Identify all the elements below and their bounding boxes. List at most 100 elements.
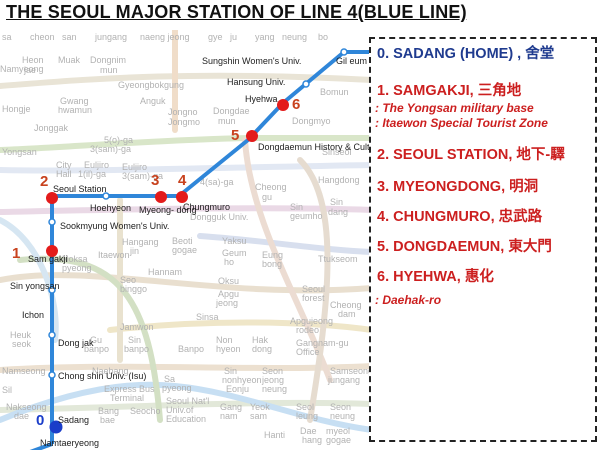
bg-label: Namseong	[2, 366, 46, 376]
stop-0-label: 0. SADANG (HOME) , 舍堂	[377, 46, 555, 62]
station-tick	[48, 331, 56, 339]
bg-label: Seoul Nat'l	[166, 396, 209, 406]
station-tick	[340, 48, 348, 56]
bg-label: dong	[252, 344, 272, 354]
bg-label: Yaksu	[222, 236, 246, 246]
bg-label: Oksu	[218, 276, 239, 286]
bg-label: forest	[302, 293, 325, 303]
bg-label: dae	[14, 411, 29, 421]
bg-label: Sil	[2, 385, 12, 395]
station-label-samgakji: Sam gakji	[28, 254, 68, 264]
background-lines	[0, 30, 372, 433]
bg-label: Gang	[220, 402, 242, 412]
marker-number-0: 0	[36, 412, 44, 429]
bg-label: Jongmo	[168, 117, 200, 127]
bg-label: bo	[318, 32, 328, 42]
bg-label: Heuk	[10, 330, 32, 340]
bg-label: bong	[262, 259, 282, 269]
station-tick	[102, 192, 110, 200]
bg-label: 3(sam)-ga	[122, 171, 163, 181]
station-label-chungmuro: Chungmuro	[183, 202, 230, 212]
bg-label: nonhyeon	[222, 375, 262, 385]
bg-label: Hanti	[264, 430, 285, 440]
bg-label: dam	[338, 309, 356, 319]
bg-label: hang	[302, 435, 322, 445]
bg-label: gu	[262, 192, 272, 202]
station-label-namtaeryeong: Namtaeryeong	[40, 438, 99, 448]
bg-label: jae	[23, 65, 36, 75]
bg-label: pyeong	[162, 383, 192, 393]
bg-label: Office	[296, 347, 319, 357]
bg-label: Itaewon	[98, 250, 130, 260]
bg-label: Hannam	[148, 267, 182, 277]
bg-label: Sin	[128, 335, 141, 345]
bg-label: Muak	[58, 55, 81, 65]
bg-label: Seon	[262, 366, 283, 376]
station-label-hansung-univ: Hansung Univ.	[227, 77, 285, 87]
bg-label: ho	[224, 257, 234, 267]
bg-label: Apgujeong	[290, 316, 333, 326]
page-title: THE SEOUL MAJOR STATION OF LINE 4(BLUE L…	[6, 2, 467, 22]
bg-label: gye	[208, 32, 223, 42]
bg-label: san	[62, 32, 77, 42]
bg-label: myeol	[326, 426, 350, 436]
bg-line-v4	[17, 255, 163, 423]
bg-label: jungang	[327, 375, 360, 385]
bg-label: Seon	[330, 402, 351, 412]
bg-label: neung	[262, 384, 287, 394]
bg-label: Eung	[262, 250, 283, 260]
bg-label: jungang	[94, 32, 127, 42]
bg-line-4	[197, 233, 372, 255]
bg-label: Nakseong	[6, 402, 47, 412]
bg-label: Jonggak	[34, 123, 69, 133]
marker-numbers: 0 1 2 3 4 5 6	[12, 96, 300, 429]
bg-label: Sin	[330, 197, 343, 207]
bg-label: hwamun	[58, 105, 92, 115]
major-stations-box: 0. SADANG (HOME) , 舍堂 1. SAMGAKJI, 三角地 :…	[369, 37, 597, 442]
bg-label: Univ.of	[166, 405, 194, 415]
bg-label: dang	[328, 207, 348, 217]
stop-2-label: 2. SEOUL STATION, 地下-驛	[377, 147, 565, 163]
note-daehak-ro: : Daehak-ro	[375, 293, 442, 307]
stop-4-label: 4. CHUNGMURO, 忠武路	[377, 209, 543, 225]
bg-label: Sinsa	[196, 312, 219, 322]
bg-label: seok	[12, 339, 32, 349]
bg-label: Ttukseom	[318, 254, 358, 264]
stop-0: 0. SADANG (HOME) , 舍堂	[377, 42, 554, 63]
bg-label: neung	[282, 32, 307, 42]
bg-label: 5(o)-ga	[104, 135, 133, 145]
station-label-ichon: Ichon	[22, 310, 44, 320]
bg-label: mun	[100, 65, 118, 75]
bg-label: binggo	[120, 284, 147, 294]
station-label-sookmyung: Sookmyung Women's Univ.	[60, 221, 169, 231]
marker-number-5: 5	[231, 127, 239, 144]
station-marker-hyehwa	[277, 99, 289, 111]
bg-label: Banpo	[178, 344, 204, 354]
station-label-hoehyeon: Hoehyeon	[90, 203, 131, 213]
bg-label: Seocho	[130, 406, 161, 416]
station-tick	[302, 80, 310, 88]
stop-5-label: 5. DONGDAEMUN, 東大門	[377, 239, 552, 255]
bg-label: Heon	[22, 55, 44, 65]
bg-label: Noksa	[62, 254, 88, 264]
station-label-sadang: Sadang	[58, 415, 89, 425]
bg-label: Cheong	[330, 300, 362, 310]
bg-label: Gwang	[60, 96, 89, 106]
bg-line-v6	[0, 217, 59, 343]
stop-1: 1. SAMGAKJI, 三角地	[377, 79, 521, 100]
bg-line-1	[0, 135, 372, 153]
stop-2: 2. SEOUL STATION, 地下-驛	[377, 143, 565, 164]
line4-station-ticks	[48, 48, 348, 379]
station-label-dongjak: Dong jak	[58, 338, 94, 348]
bg-label: Non	[216, 335, 233, 345]
bg-label: Sin	[224, 366, 237, 376]
bg-label: Geum	[222, 248, 247, 258]
station-marker-seoul-station	[46, 192, 58, 204]
bg-label: Bomun	[320, 87, 349, 97]
station-label-gileum: Gil eum	[336, 56, 367, 66]
bg-label: Samseong	[330, 366, 372, 376]
bg-label: Dongnim	[90, 55, 126, 65]
bg-line-8	[0, 399, 372, 413]
bg-label: Cheong	[255, 182, 287, 192]
station-marker-chungmuro	[176, 191, 188, 203]
